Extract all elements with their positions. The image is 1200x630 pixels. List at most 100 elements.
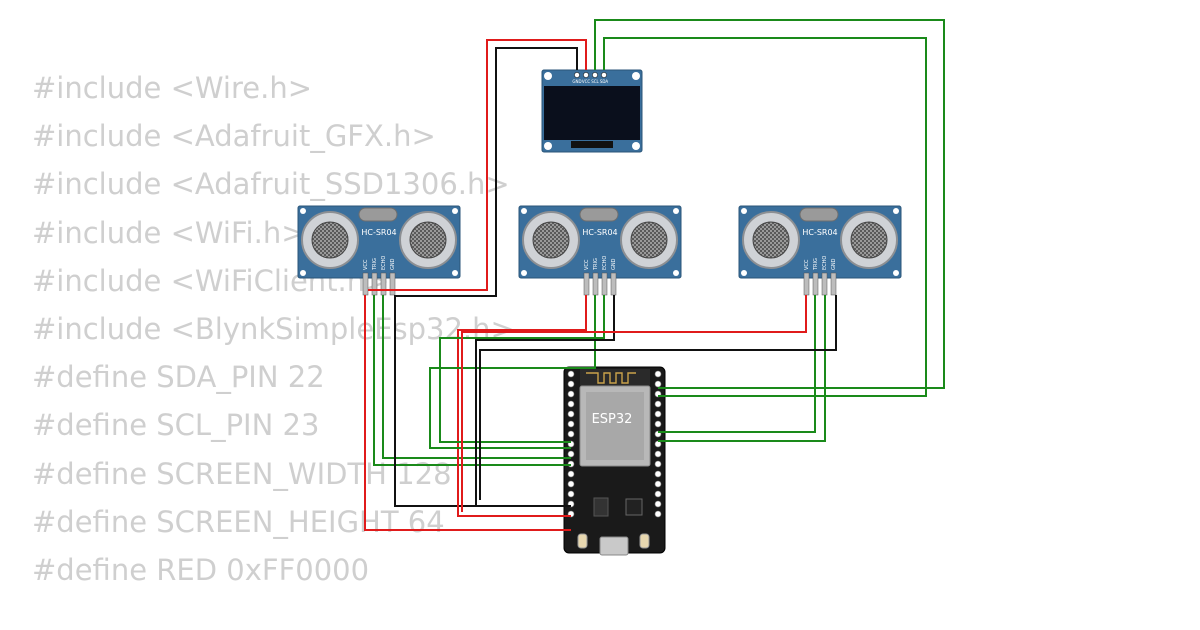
wire-oled-sda[interactable] — [603, 37, 927, 397]
header-pin[interactable] — [654, 450, 662, 458]
ultrasonic-sensor-1[interactable]: HC-SR04 VCC TRIG ECHO GND — [297, 205, 461, 296]
wire-s1-gnd[interactable] — [394, 295, 571, 507]
header-pin[interactable] — [567, 400, 575, 408]
header-pin[interactable] — [654, 420, 662, 428]
mount-hole — [452, 270, 458, 276]
transducer-mesh — [311, 221, 349, 259]
header-pin[interactable] — [567, 410, 575, 418]
reset-button[interactable] — [639, 533, 650, 549]
header-pin[interactable] — [654, 500, 662, 508]
ultrasonic-sensor-3[interactable]: HC-SR04 VCC TRIG ECHO GND — [738, 205, 902, 296]
header-pin[interactable] — [654, 460, 662, 468]
oled-screen — [544, 86, 640, 140]
sensor-pin-label: TRIG — [813, 258, 819, 271]
esp32-left-header — [567, 370, 575, 518]
header-pin[interactable] — [567, 380, 575, 388]
wire-s2-gnd[interactable] — [475, 295, 615, 507]
ultrasonic-sensor-2[interactable]: HC-SR04 VCC TRIG ECHO GND — [518, 205, 682, 296]
transducer-mesh — [850, 221, 888, 259]
mount-hole — [741, 270, 747, 276]
sensor-pin-label: TRIG — [372, 258, 378, 271]
code-line: #define SCREEN_HEIGHT 64 — [32, 504, 445, 539]
header-pin[interactable] — [567, 480, 575, 488]
header-pin[interactable] — [654, 480, 662, 488]
sensor-pin-echo[interactable] — [821, 272, 828, 296]
esp32-right-header — [654, 370, 662, 518]
mount-hole — [893, 270, 899, 276]
wire-s2-echo[interactable] — [439, 295, 605, 443]
esp32-board[interactable]: ESP32 — [563, 366, 666, 556]
transducer-mesh — [532, 221, 570, 259]
sensor-pin-echo[interactable] — [380, 272, 387, 296]
usb-uart-chip — [625, 498, 643, 516]
sensor-pin-label: VCC — [584, 259, 590, 270]
mount-hole — [741, 208, 747, 214]
sensor-pin-gnd[interactable] — [610, 272, 617, 296]
sensor-pin-vcc[interactable] — [803, 272, 810, 296]
usb-port[interactable] — [599, 536, 629, 556]
voltage-regulator — [593, 497, 609, 517]
header-pin[interactable] — [654, 380, 662, 388]
sensor-pin-trig[interactable] — [371, 272, 378, 296]
transducer-mesh — [409, 221, 447, 259]
sensor-pin-trig[interactable] — [812, 272, 819, 296]
code-line: #define SCL_PIN 23 — [32, 408, 320, 443]
header-pin[interactable] — [567, 370, 575, 378]
wire-oled-gnd[interactable] — [396, 47, 578, 297]
header-pin[interactable] — [654, 370, 662, 378]
mount-hole — [673, 208, 679, 214]
sensor-pin-gnd[interactable] — [389, 272, 396, 296]
wire-s3-echo[interactable] — [658, 295, 826, 442]
mount-hole — [300, 270, 306, 276]
sensor-pin-gnd[interactable] — [830, 272, 837, 296]
sensor-model-label: HC-SR04 — [582, 228, 617, 237]
header-pin[interactable] — [567, 490, 575, 498]
oled-pin-vcc[interactable] — [583, 72, 589, 78]
wires — [364, 19, 945, 531]
wire-s1-echo[interactable] — [382, 295, 571, 459]
header-pin[interactable] — [567, 420, 575, 428]
header-pin[interactable] — [654, 470, 662, 478]
header-pin[interactable] — [567, 430, 575, 438]
mount-hole — [544, 72, 552, 80]
sensor-model-label: HC-SR04 — [361, 228, 396, 237]
sensor-pin-echo[interactable] — [601, 272, 608, 296]
header-pin[interactable] — [567, 450, 575, 458]
oled-ribbon — [571, 141, 613, 148]
oled-pin-gnd[interactable] — [574, 72, 580, 78]
oled-pin-scl[interactable] — [592, 72, 598, 78]
mount-hole — [544, 142, 552, 150]
sensor-pin-label: TRIG — [593, 258, 599, 271]
wire-s3-vcc[interactable] — [461, 295, 807, 512]
wire-s3-trig[interactable] — [658, 295, 816, 433]
sensor-pin-trig[interactable] — [592, 272, 599, 296]
header-pin[interactable] — [654, 400, 662, 408]
sensor-pin-label: VCC — [804, 259, 810, 270]
sensor-model-label: HC-SR04 — [802, 228, 837, 237]
sensor-pin-label: GND — [390, 258, 396, 270]
oled-pin-sda[interactable] — [601, 72, 607, 78]
mount-hole — [452, 208, 458, 214]
sensor-pin-vcc[interactable] — [583, 272, 590, 296]
wire-s2-vcc[interactable] — [457, 295, 587, 517]
transducer-mesh — [752, 221, 790, 259]
header-pin[interactable] — [567, 470, 575, 478]
mount-hole — [632, 72, 640, 80]
esp32-chip-label: ESP32 — [592, 412, 633, 427]
wire-s1-vcc[interactable] — [364, 295, 571, 531]
mount-hole — [893, 208, 899, 214]
wire-s1-trig[interactable] — [373, 295, 571, 466]
header-pin[interactable] — [654, 410, 662, 418]
wire-oled-scl[interactable] — [594, 19, 945, 389]
code-line: #include <Adafruit_GFX.h> — [32, 119, 436, 154]
oled-display[interactable]: GND VCC SCL SDA — [541, 69, 643, 153]
header-pin[interactable] — [567, 390, 575, 398]
wire-s3-gnd[interactable] — [479, 295, 837, 500]
header-pin[interactable] — [654, 490, 662, 498]
sensor-pin-vcc[interactable] — [362, 272, 369, 296]
sensor-pin-label: ECHO — [602, 256, 608, 270]
code-line: #define RED 0xFF0000 — [32, 553, 370, 588]
header-pin[interactable] — [654, 510, 662, 518]
wire-oled-vcc[interactable] — [368, 39, 587, 291]
boot-button[interactable] — [577, 533, 588, 549]
